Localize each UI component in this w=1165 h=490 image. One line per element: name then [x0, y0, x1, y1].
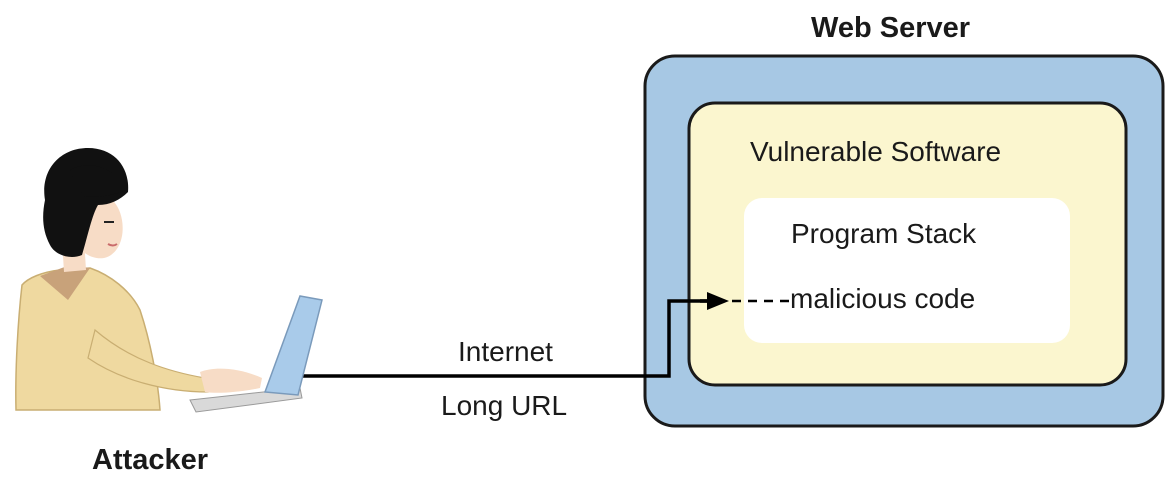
- malicious-code-label: malicious code: [790, 283, 976, 314]
- collar: [40, 265, 90, 300]
- connection-line: [300, 296, 723, 378]
- hands: [200, 368, 262, 393]
- program-stack-box: [744, 198, 1070, 343]
- hair-bangs: [70, 165, 126, 197]
- internet-label: Internet: [458, 336, 553, 367]
- laptop-base: [189, 387, 303, 413]
- vulnerable-software-label: Vulnerable Software: [750, 136, 1002, 167]
- long-url-label: Long URL: [441, 390, 568, 421]
- attacker-illustration: [15, 148, 323, 413]
- attacker-label: Attacker: [92, 444, 209, 476]
- shirt: [15, 267, 161, 411]
- arrow-icon: [707, 292, 729, 310]
- program-stack-label: Program Stack: [791, 218, 977, 249]
- web-server-label: Web Server: [811, 12, 971, 44]
- laptop-screen: [263, 295, 323, 396]
- lips: [107, 243, 118, 247]
